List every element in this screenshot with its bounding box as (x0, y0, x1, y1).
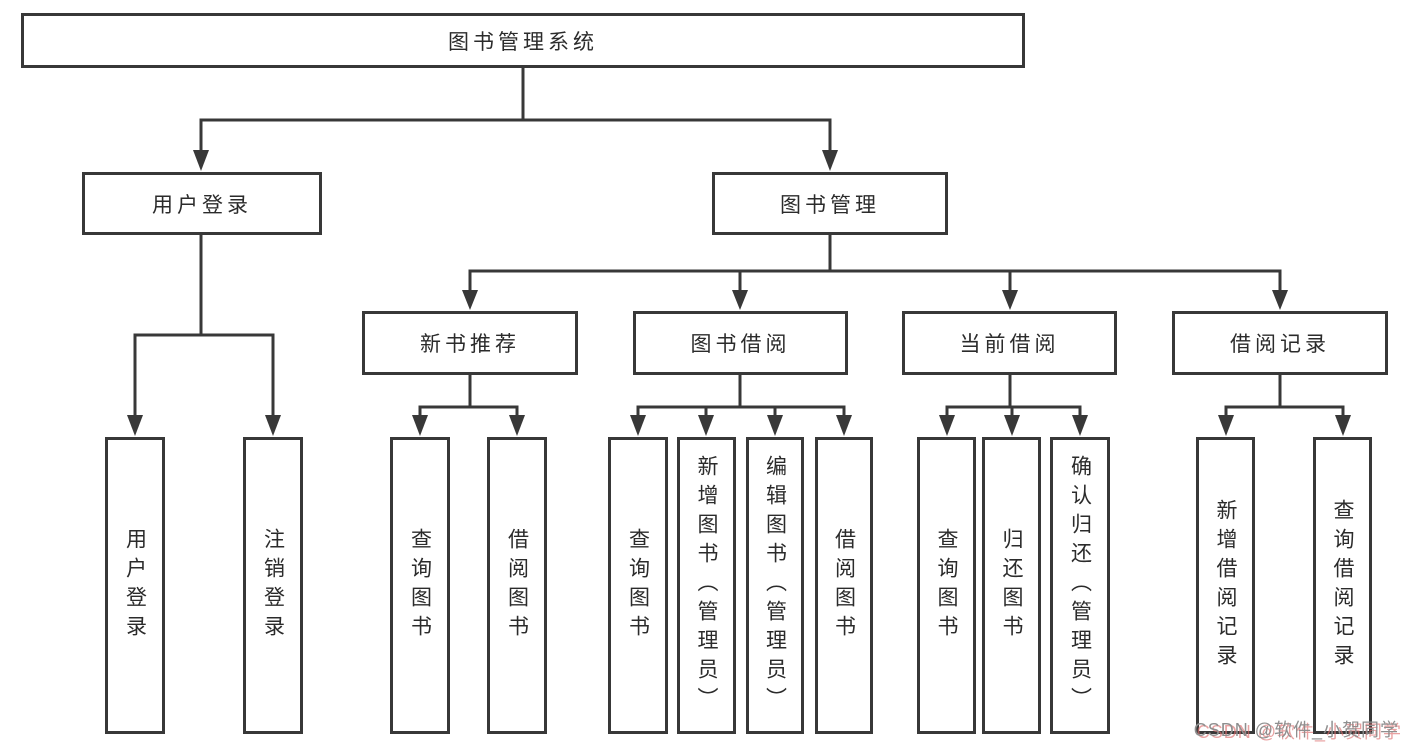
arrowhead-icon (767, 415, 783, 436)
leaf-user-login: 用户登录 (105, 437, 165, 734)
node-borrowing-records: 借阅记录 (1172, 311, 1388, 375)
leaf-query-books-borrowing: 查询图书 (608, 437, 668, 734)
arrowhead-icon (822, 150, 838, 171)
leaf-borrow-books: 借阅图书 (815, 437, 873, 734)
node-new-book-recommend: 新书推荐 (362, 311, 578, 375)
node-book-borrowing: 图书借阅 (633, 311, 848, 375)
arrowhead-icon (630, 415, 646, 436)
node-current-borrowing: 当前借阅 (902, 311, 1117, 375)
arrowhead-icon (732, 290, 748, 310)
node-library-management-system: 图书管理系统 (21, 13, 1025, 68)
arrowhead-icon (193, 150, 209, 171)
arrowhead-icon (265, 415, 281, 436)
leaf-logout: 注销登录 (243, 437, 303, 734)
leaf-edit-book-admin: 编辑图书（管理员） (746, 437, 804, 734)
leaf-borrow-books-recommend: 借阅图书 (487, 437, 547, 734)
node-book-management: 图书管理 (712, 172, 948, 235)
leaf-query-books-recommend: 查询图书 (390, 437, 450, 734)
arrowhead-icon (1335, 415, 1351, 436)
arrowhead-icon (412, 415, 428, 436)
arrowhead-icon (1072, 415, 1088, 436)
leaf-add-borrow-record: 新增借阅记录 (1196, 437, 1255, 734)
leaf-return-book: 归还图书 (982, 437, 1041, 734)
arrowhead-icon (127, 415, 143, 436)
leaf-query-borrow-record: 查询借阅记录 (1313, 437, 1372, 734)
leaf-query-books-current: 查询图书 (917, 437, 976, 734)
arrowhead-icon (698, 415, 714, 436)
arrowhead-icon (1218, 415, 1234, 436)
leaf-add-book-admin: 新增图书（管理员） (677, 437, 736, 734)
arrowhead-icon (1272, 290, 1288, 310)
arrowhead-icon (836, 415, 852, 436)
arrowhead-icon (1004, 415, 1020, 436)
arrowhead-icon (509, 415, 525, 436)
csdn-watermark: CSDN @软件_小贺同学 (1193, 720, 1399, 740)
arrowhead-icon (462, 290, 478, 310)
leaf-confirm-return-admin: 确认归还（管理员） (1050, 437, 1110, 734)
node-user-login: 用户登录 (82, 172, 322, 235)
arrowhead-icon (1002, 290, 1018, 310)
arrowhead-icon (939, 415, 955, 436)
